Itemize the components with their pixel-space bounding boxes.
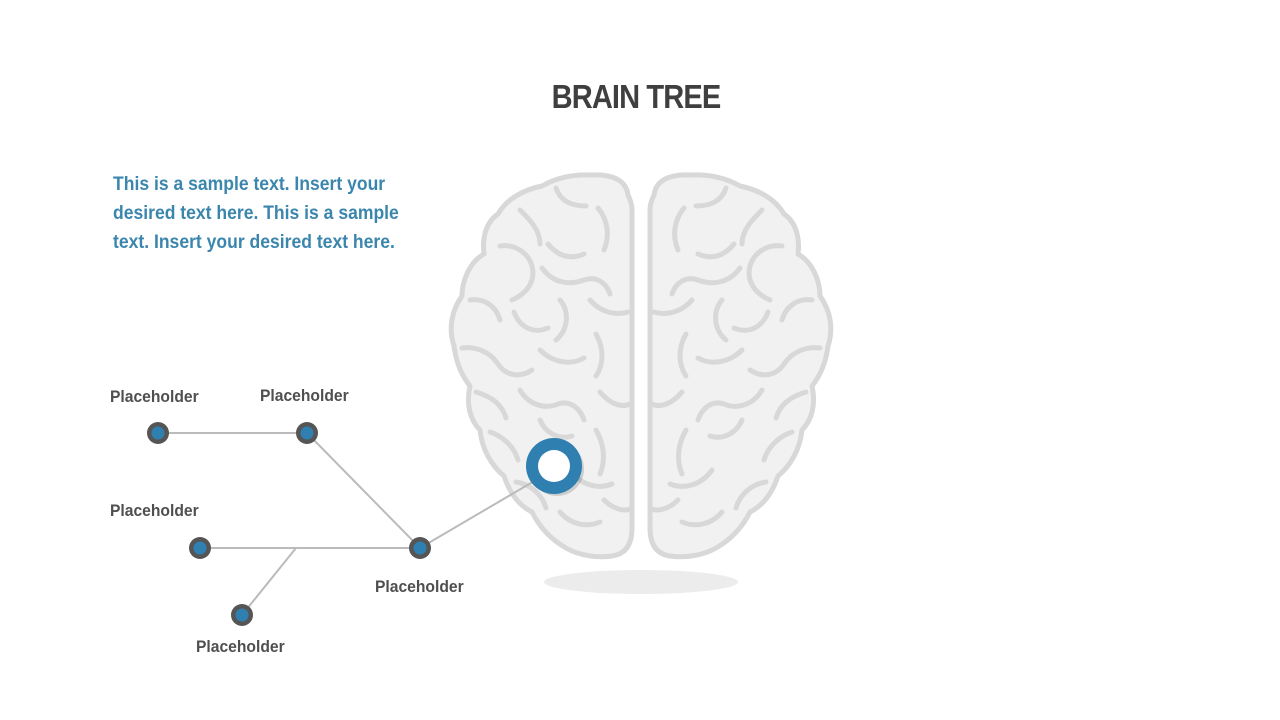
brain-right-hemisphere — [647, 172, 834, 560]
tree-label-3: Placeholder — [110, 501, 199, 520]
tree-node-3[interactable] — [189, 537, 211, 559]
tree-label-2: Placeholder — [260, 386, 349, 405]
tree-node-2[interactable] — [296, 422, 318, 444]
brain-left-hemisphere — [448, 172, 635, 560]
intro-text: This is a sample text. Insert your desir… — [113, 173, 399, 253]
tree-label-4: Placeholder — [196, 637, 285, 656]
tree-node-1[interactable] — [147, 422, 169, 444]
tree-node-4[interactable] — [231, 604, 253, 626]
tree-node-5[interactable] — [409, 537, 431, 559]
tree-label-1: Placeholder — [110, 387, 199, 406]
tree-connectors — [158, 432, 537, 616]
brain-focus-marker — [526, 438, 584, 496]
slide-title: BRAIN TREE — [551, 78, 722, 115]
tree-label-5: Placeholder — [375, 577, 464, 596]
brain-shadow — [544, 570, 738, 594]
